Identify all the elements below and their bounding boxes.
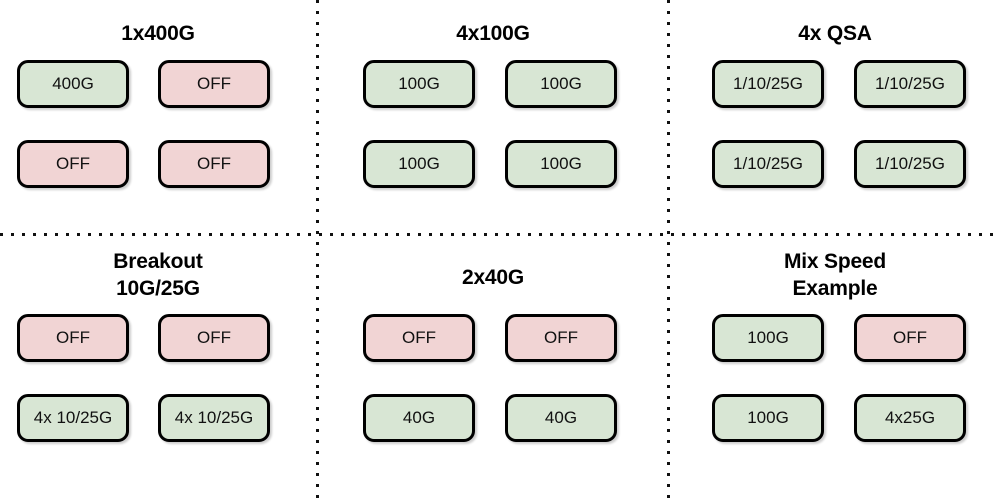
port-box[interactable]: OFF	[158, 314, 270, 362]
port-box[interactable]: 4x25G	[854, 394, 966, 442]
horizontal-divider	[0, 233, 1000, 236]
panel-1x400g: 1x400G 400G OFF OFF OFF	[0, 0, 316, 233]
port-box[interactable]: 4x 10/25G	[17, 394, 129, 442]
port-box[interactable]: 100G	[505, 60, 617, 108]
vertical-divider-1	[316, 0, 319, 500]
port-box[interactable]: 1/10/25G	[854, 140, 966, 188]
port-box[interactable]: 40G	[505, 394, 617, 442]
port-box[interactable]: 100G	[712, 394, 824, 442]
port-box[interactable]: OFF	[17, 140, 129, 188]
panel-title: Mix Speed Example	[783, 250, 887, 300]
panel-title: Breakout 10G/25G	[113, 250, 203, 300]
panel-mix-speed: Mix Speed Example 100G OFF 100G 4x25G	[670, 236, 1000, 500]
panel-title: 1x400G	[121, 22, 195, 45]
port-box[interactable]: 100G	[712, 314, 824, 362]
port-box[interactable]: OFF	[158, 60, 270, 108]
port-box[interactable]: OFF	[17, 314, 129, 362]
port-box[interactable]: 100G	[505, 140, 617, 188]
panel-2x40g: 2x40G OFF OFF 40G 40G	[319, 236, 667, 500]
port-box[interactable]: 1/10/25G	[712, 60, 824, 108]
port-box[interactable]: 100G	[363, 60, 475, 108]
port-box[interactable]: 400G	[17, 60, 129, 108]
panel-4x100g: 4x100G 100G 100G 100G 100G	[319, 0, 667, 233]
port-box[interactable]: 40G	[363, 394, 475, 442]
panel-title: 4x100G	[456, 22, 530, 45]
panel-breakout: Breakout 10G/25G OFF OFF 4x 10/25G 4x 10…	[0, 236, 316, 500]
port-box[interactable]: 1/10/25G	[712, 140, 824, 188]
port-box[interactable]: OFF	[854, 314, 966, 362]
panel-title: 4x QSA	[798, 22, 872, 45]
port-box[interactable]: 1/10/25G	[854, 60, 966, 108]
panel-title: 2x40G	[461, 266, 525, 289]
vertical-divider-2	[667, 0, 670, 500]
port-box[interactable]: OFF	[363, 314, 475, 362]
port-box[interactable]: OFF	[158, 140, 270, 188]
port-box[interactable]: 4x 10/25G	[158, 394, 270, 442]
port-box[interactable]: OFF	[505, 314, 617, 362]
port-box[interactable]: 100G	[363, 140, 475, 188]
panel-4x-qsa: 4x QSA 1/10/25G 1/10/25G 1/10/25G 1/10/2…	[670, 0, 1000, 233]
